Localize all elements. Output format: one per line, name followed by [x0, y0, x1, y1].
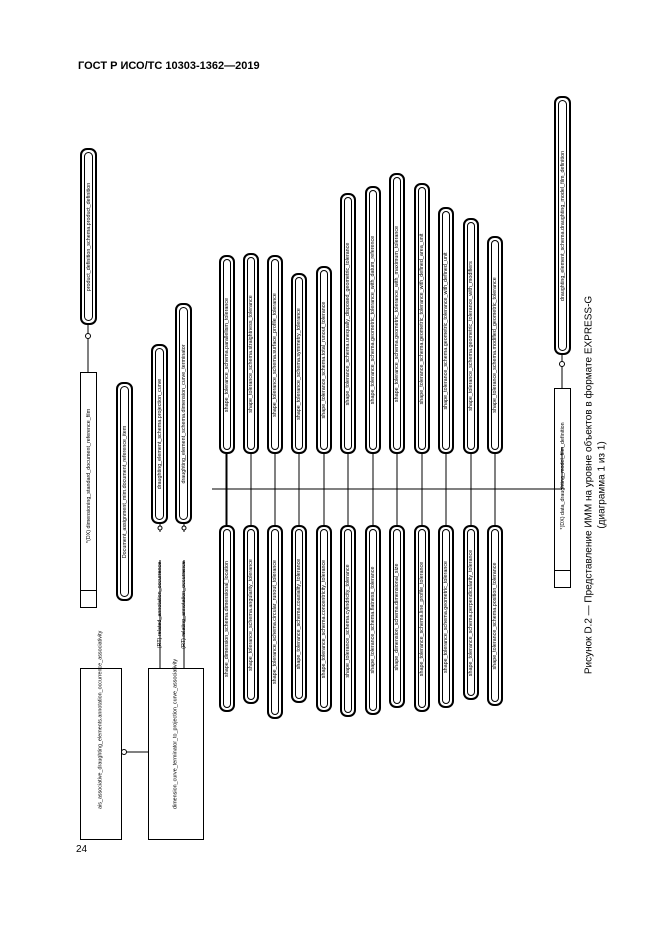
entity-label: shape_dimension_schema.dimensional_size — [394, 563, 400, 670]
left-column-entity[interactable]: shape_tolerance_schema.geometric_toleran… — [438, 525, 454, 708]
right-column-entity[interactable]: shape_tolerance_schema.surface_profile_t… — [267, 255, 283, 454]
right-column-entity[interactable]: shape_tolerance_schema.total_runout_tole… — [316, 266, 332, 454]
draughting-model-film-entity[interactable]: draughting_element_schema.draughting_mod… — [554, 96, 571, 355]
entity-label: shape_tolerance_schema.geometric_toleran… — [419, 233, 425, 404]
entity-label: shape_tolerance_schema.geometric_toleran… — [394, 225, 400, 402]
dimension-curve-terminator-entity[interactable]: draughting_element_schema.dimension_curv… — [175, 303, 192, 524]
entity-label: *(DX) dimensioning_standard_document_ref… — [85, 408, 92, 544]
entity-label: shape_tolerance_schema.symmetry_toleranc… — [296, 307, 302, 420]
right-column-entity[interactable]: shape_tolerance_schema.unequally_dispose… — [340, 193, 356, 454]
entity-label: shape_tolerance_schema.concentricity_tol… — [321, 559, 327, 678]
right-column-entity[interactable]: shape_tolerance_schema.straightness_tole… — [243, 253, 259, 454]
left-column-entity[interactable]: shape_tolerance_schema.cylindricity_tole… — [340, 525, 356, 717]
dimension-curve-assoc-entity[interactable]: dimension_curve_terminator_to_projection… — [148, 658, 204, 840]
entity-label: shape_tolerance_schema.flatness_toleranc… — [370, 566, 376, 674]
left-column-entity[interactable]: shape_dimension_schema.dimensional_locat… — [219, 525, 235, 712]
role-relating: (RT) relating_annotation_occurrence — [181, 561, 187, 649]
entity-label: shape_tolerance_schema.total_runout_tole… — [321, 301, 327, 419]
entity-label: shape_tolerance_schema.straightness_tole… — [248, 294, 254, 413]
entity-label: shape_tolerance_schema.parallelism_toler… — [224, 297, 230, 412]
left-column-entity[interactable]: shape_tolerance_schema.angularity_tolera… — [243, 525, 259, 704]
left-column-entity[interactable]: shape_tolerance_schema.line_profile_tole… — [414, 525, 430, 712]
left-column-entity[interactable]: shape_tolerance_schema.circular_runout_t… — [267, 525, 283, 719]
left-column-entity[interactable]: shape_tolerance_schema.flatness_toleranc… — [365, 525, 381, 715]
left-column-entity[interactable]: shape_dimension_schema.dimensional_size — [389, 525, 405, 708]
entity-label: shape_tolerance_schema.geometric_toleran… — [443, 251, 449, 410]
left-column-entity[interactable]: shape_tolerance_schema.coaxiality_tolera… — [291, 525, 307, 703]
right-column-entity[interactable]: shape_tolerance_schema.geometric_toleran… — [438, 207, 454, 454]
role-related: (RT) related_annotation_occurrence — [157, 561, 163, 649]
entity-label: *(DX) data_draughting_model_film_definit… — [559, 422, 566, 530]
entity-label: draughting_element_schema.projection_cur… — [156, 378, 163, 490]
entity-label: shape_tolerance_schema.angularity_tolera… — [248, 558, 254, 671]
entity-label: shape_tolerance_schema.modified_geometri… — [492, 277, 498, 413]
right-column-entity[interactable]: shape_tolerance_schema.geometric_toleran… — [414, 183, 430, 454]
left-column-entity[interactable]: shape_tolerance_schema.position_toleranc… — [487, 525, 503, 706]
entity-label: shape_tolerance_schema.circular_runout_t… — [272, 559, 278, 685]
left-column-entity[interactable]: shape_tolerance_schema.perpendicularity_… — [463, 525, 479, 700]
entity-label: draughting_element_schema.dimension_curv… — [180, 343, 187, 484]
right-column-entity[interactable]: shape_tolerance_schema.symmetry_toleranc… — [291, 273, 307, 454]
entity-label: shape_tolerance_schema.geometric_toleran… — [468, 261, 474, 411]
right-column-entity[interactable]: shape_tolerance_schema.modified_geometri… — [487, 236, 503, 454]
right-column-entity[interactable]: shape_tolerance_schema.geometric_toleran… — [463, 218, 479, 454]
entity-label: ais_associative_draughting_elements.anno… — [97, 630, 104, 809]
entity-label: shape_tolerance_schema.cylindricity_tole… — [345, 564, 351, 678]
entity-label: draughting_element_schema.draughting_mod… — [559, 150, 566, 301]
right-column-entity[interactable]: shape_tolerance_schema.geometric_toleran… — [365, 186, 381, 454]
entity-label: shape_dimension_schema.dimensional_locat… — [224, 560, 230, 677]
projection-curve-entity[interactable]: draughting_element_schema.projection_cur… — [151, 344, 168, 524]
entity-label: shape_tolerance_schema.geometric_toleran… — [370, 235, 376, 405]
entity-label: shape_tolerance_schema.coaxiality_tolera… — [296, 558, 302, 670]
product-definition-entity[interactable]: product_definition_schema.product_defini… — [80, 148, 97, 325]
right-column-entity[interactable]: shape_tolerance_schema.parallelism_toler… — [219, 255, 235, 454]
left-column-entity[interactable]: shape_tolerance_schema.concentricity_tol… — [316, 525, 332, 712]
right-column-entity[interactable]: shape_tolerance_schema.geometric_toleran… — [389, 173, 405, 454]
entity-label: dimension_curve_terminator_to_projection… — [172, 658, 179, 809]
entity-label: shape_tolerance_schema.geometric_toleran… — [443, 560, 449, 673]
entity-label: product_definition_schema.product_defini… — [85, 182, 92, 291]
entity-label: shape_tolerance_schema.unequally_dispose… — [345, 242, 351, 405]
entity-label: shape_tolerance_schema.perpendicularity_… — [468, 549, 474, 676]
entity-label: shape_tolerance_schema.surface_profile_t… — [272, 292, 278, 417]
entity-label: Document_assignment_mim.document_referen… — [121, 425, 128, 558]
data-draughting-model-entity[interactable]: *(DX) data_draughting_model_film_definit… — [554, 388, 571, 588]
dim-std-ref-film-entity[interactable]: *(DX) dimensioning_standard_document_ref… — [80, 372, 97, 608]
document-assignment-entity[interactable]: Document_assignment_mim.document_referen… — [116, 382, 133, 601]
page-number: 24 — [76, 844, 88, 855]
document-header: ГОСТ Р ИСО/ТС 10303-1362—2019 — [78, 60, 260, 72]
entity-label: shape_tolerance_schema.line_profile_tole… — [419, 561, 425, 676]
entity-label: shape_tolerance_schema.position_toleranc… — [492, 562, 498, 669]
ais-associative-entity[interactable]: ais_associative_draughting_elements.anno… — [80, 630, 122, 840]
